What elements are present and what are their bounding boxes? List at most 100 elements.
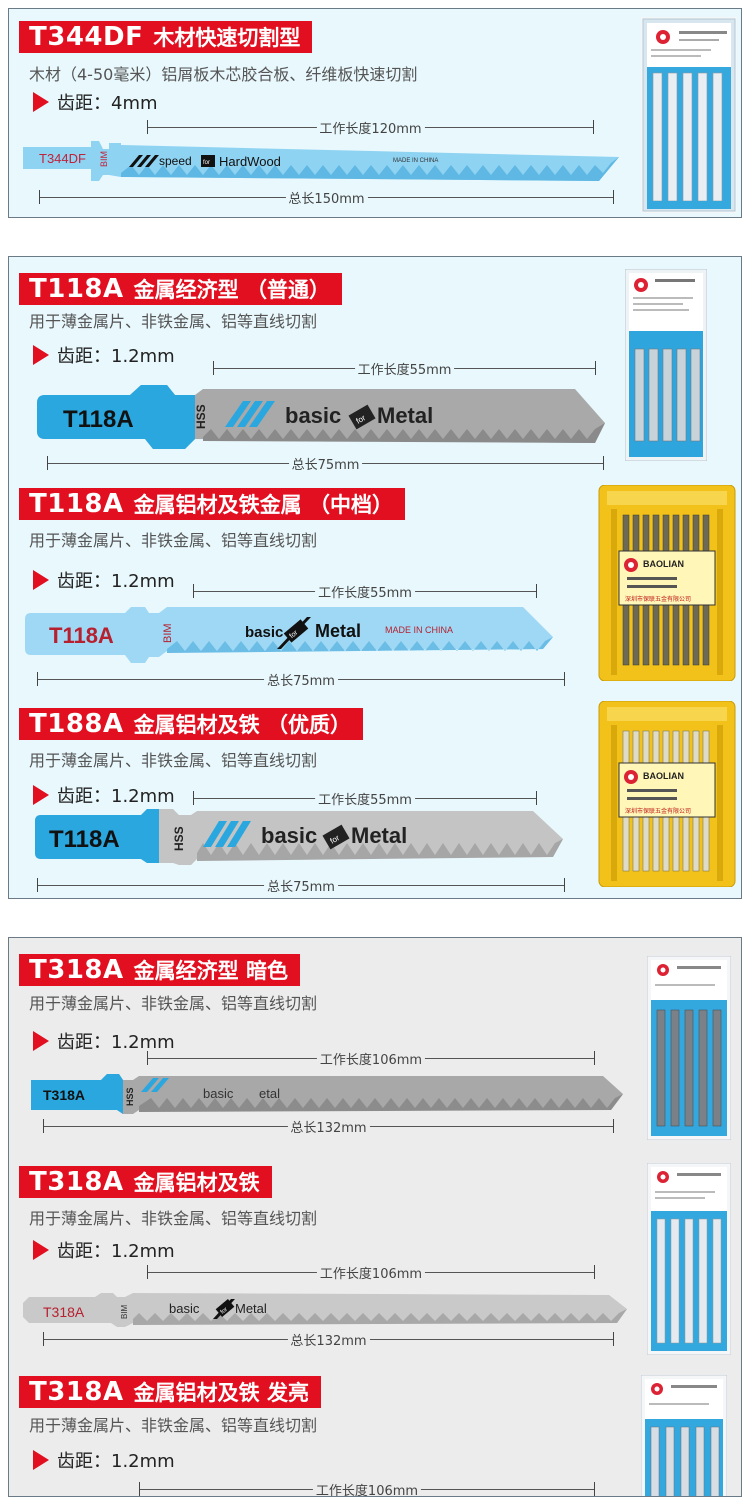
blade-for-text: for	[203, 160, 210, 166]
blade-wood-text: HardWood	[219, 154, 281, 169]
work-length-dimension: 工作长度55mm	[193, 582, 537, 601]
product-title: T188A 金属铝材及铁 （优质）	[19, 708, 363, 740]
total-length-label: 总长150mm	[285, 188, 368, 207]
total-length-dimension: 总长75mm	[37, 876, 565, 895]
blister-pack-image	[641, 17, 737, 213]
blade-material-text: HSS	[172, 826, 186, 851]
blade-for-text: for	[220, 1307, 229, 1316]
blade-material-text: HSS	[125, 1087, 135, 1106]
blade-code-text: T118A	[49, 826, 120, 853]
work-length-dimension: 工作长度120mm	[147, 118, 594, 137]
blade-for-text: for	[289, 629, 300, 640]
tooth-pitch: 齿距：1.2mm	[33, 567, 175, 593]
product-description: 用于薄金属片、非铁金属、铝等直线切割	[29, 1416, 318, 1435]
product-code: T118A	[29, 489, 124, 519]
work-length-label: 工作长度106mm	[316, 1263, 426, 1282]
product-code: T118A	[29, 274, 124, 304]
product-description: 木材（4-50毫米）铝屑板木芯胶合板、纤维板快速切割	[29, 65, 418, 84]
work-length-dimension: 工作长度55mm	[193, 789, 537, 808]
total-length-label: 总长132mm	[287, 1117, 370, 1136]
slash-logo-icon	[141, 1078, 169, 1092]
red-triangle-icon	[33, 1450, 49, 1470]
blister-pack-image	[647, 956, 731, 1140]
total-length-label: 总长75mm	[264, 670, 338, 689]
case-brand-text: BAOLIAN	[643, 771, 684, 781]
made-in-china-text: MADE IN CHINA	[385, 625, 453, 635]
product-title: T318A 金属铝材及铁 发亮	[19, 1376, 321, 1408]
product-code: T344DF	[29, 22, 144, 52]
jigsaw-blade-image: T118A HSS basic for Metal	[35, 809, 563, 865]
red-triangle-icon	[33, 1031, 49, 1051]
total-length-dimension: 总长132mm	[43, 1330, 614, 1349]
work-length-label: 工作长度55mm	[315, 789, 415, 808]
tooth-pitch: 齿距：1.2mm	[33, 342, 175, 368]
tooth-pitch-text: 齿距：4mm	[57, 93, 158, 114]
blade-material-text: BIM	[99, 151, 109, 167]
product-type: 金属经济型 暗色	[133, 959, 288, 983]
blade-code-text: T118A	[63, 406, 134, 433]
blade-case-image: BAOLIAN 深圳市保联五金有限公司	[598, 701, 736, 887]
jigsaw-blade-image: T344DF BIM speed for HardWood MADE IN CH…	[23, 141, 619, 181]
jigsaw-blade-image: T118A HSS basic for Metal	[37, 385, 605, 449]
total-length-label: 总长75mm	[288, 454, 363, 473]
product-title: T344DF 木材快速切割型	[19, 21, 313, 53]
work-length-label: 工作长度106mm	[312, 1480, 422, 1496]
blade-for-text: for	[328, 833, 341, 846]
blade-material-text: BIM	[120, 1304, 129, 1319]
product-description: 用于薄金属片、非铁金属、铝等直线切割	[29, 531, 318, 550]
product-type: 金属铝材及铁 （优质）	[133, 713, 351, 737]
blade-for-text: for	[354, 413, 367, 426]
blade-speed-text: speed	[159, 154, 192, 168]
tooth-pitch-text: 齿距：1.2mm	[57, 346, 175, 367]
red-triangle-icon	[33, 1240, 49, 1260]
blade-metal-text: Metal	[235, 1301, 267, 1316]
product-description: 用于薄金属片、非铁金属、铝等直线切割	[29, 1209, 318, 1228]
red-triangle-icon	[33, 345, 49, 365]
tooth-pitch-text: 齿距：1.2mm	[57, 1032, 175, 1053]
blade-basic-text: basic	[245, 624, 283, 641]
tooth-pitch: 齿距：1.2mm	[33, 1447, 175, 1473]
tooth-pitch: 齿距：1.2mm	[33, 782, 175, 808]
work-length-label: 工作长度106mm	[316, 1049, 426, 1068]
work-length-dimension: 工作长度106mm	[147, 1263, 595, 1282]
product-code: T318A	[29, 955, 124, 985]
tooth-pitch: 齿距：1.2mm	[33, 1237, 175, 1263]
work-length-label: 工作长度120mm	[316, 118, 425, 137]
product-type: 金属铝材及铁	[133, 1171, 260, 1195]
product-description: 用于薄金属片、非铁金属、铝等直线切割	[29, 312, 318, 331]
product-panel-wood: T344DF 木材快速切割型 木材（4-50毫米）铝屑板木芯胶合板、纤维板快速切割…	[8, 8, 742, 218]
red-triangle-icon	[33, 570, 49, 590]
blister-pack-image	[647, 1163, 731, 1355]
blade-code-text: T318A	[43, 1304, 85, 1320]
blade-case-image: BAOLIAN 深圳市保联五金有限公司	[598, 485, 736, 681]
blade-material-text: HSS	[194, 404, 208, 429]
product-type: 金属铝材及铁 发亮	[133, 1381, 309, 1405]
product-type: 金属铝材及铁金属 （中档）	[133, 493, 393, 517]
total-length-dimension: 总长75mm	[47, 454, 604, 473]
work-length-label: 工作长度55mm	[354, 359, 455, 378]
slash-logo-icon	[129, 155, 159, 167]
jigsaw-blade-image: T118A BIM basic for Metal MADE IN CHINA	[25, 607, 553, 663]
case-company-text: 深圳市保联五金有限公司	[625, 807, 691, 815]
product-code: T188A	[29, 709, 124, 739]
blade-code-text: T318A	[43, 1087, 85, 1103]
slash-logo-icon	[249, 401, 275, 427]
blade-metal-text: etal	[259, 1086, 280, 1101]
case-brand-text: BAOLIAN	[643, 559, 684, 569]
product-type: 木材快速切割型	[153, 26, 301, 50]
blade-metal-text: Metal	[351, 823, 407, 848]
blister-pack-image	[625, 269, 707, 461]
product-description: 用于薄金属片、非铁金属、铝等直线切割	[29, 994, 318, 1013]
total-length-label: 总长75mm	[264, 876, 338, 895]
tooth-pitch-text: 齿距：1.2mm	[57, 1451, 175, 1472]
product-type: 金属经济型 （普通）	[133, 278, 330, 302]
product-panel-metal: T118A 金属经济型 （普通） 用于薄金属片、非铁金属、铝等直线切割 齿距：1.…	[8, 256, 742, 899]
tooth-pitch: 齿距：1.2mm	[33, 1028, 175, 1054]
product-item: T318A 金属经济型 暗色 用于薄金属片、非铁金属、铝等直线切割 齿距：1.2m…	[9, 938, 741, 1153]
total-length-dimension: 总长150mm	[39, 188, 614, 207]
product-code: T318A	[29, 1377, 124, 1407]
blade-basic-text: basic	[285, 403, 341, 428]
tooth-pitch: 齿距：4mm	[33, 89, 158, 115]
